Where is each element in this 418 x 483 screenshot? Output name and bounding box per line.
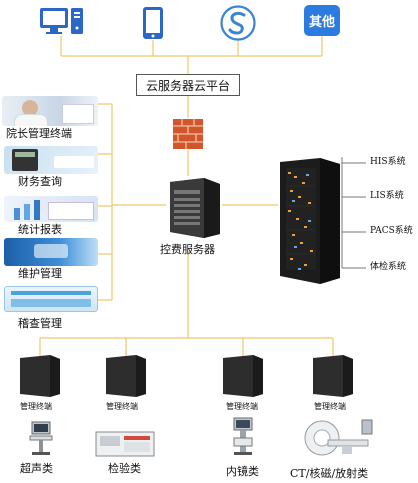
endoscope-device-image xyxy=(233,417,253,455)
cloud-platform-label: 云服务器云平台 xyxy=(145,78,230,93)
s-logo-icon xyxy=(220,5,256,41)
system-label-his: HIS系统 xyxy=(370,157,406,167)
ultrasound-device-image xyxy=(29,421,53,455)
control-server-label: 控费服务器 xyxy=(160,243,215,256)
cloud-platform-box: 云服务器云平台 xyxy=(136,74,240,96)
system-label-physical-exam: 体检系统 xyxy=(370,262,407,272)
other-icon-label: 其他 xyxy=(308,15,335,30)
module-label-audit: 稽查管理 xyxy=(18,317,62,330)
report-photo xyxy=(4,196,98,222)
device-label-ct: CT/核磁/放射类 xyxy=(290,467,369,480)
server-rack-icon xyxy=(280,158,340,284)
module-label-maintenance: 维护管理 xyxy=(18,267,62,280)
module-label-finance: 财务查询 xyxy=(18,175,62,188)
module-label-statistics: 统计报表 xyxy=(18,223,62,236)
control-server-icon xyxy=(170,178,220,238)
terminal-box-icon xyxy=(20,355,60,397)
system-label-lis: LIS系统 xyxy=(370,191,404,201)
module-label-president: 院长管理终端 xyxy=(6,127,72,140)
lab-analyzer-image xyxy=(95,431,155,457)
terminal-label-3: 管理终端 xyxy=(226,402,258,411)
ct-scanner-image xyxy=(304,419,373,456)
system-label-pacs: PACS系统 xyxy=(370,226,413,236)
terminal-label-1: 管理终端 xyxy=(20,402,52,411)
terminal-box-icon xyxy=(313,355,353,397)
terminal-label-4: 管理终端 xyxy=(314,402,346,411)
maintenance-photo xyxy=(4,238,98,266)
device-label-endoscope: 内镜类 xyxy=(226,465,259,478)
tablet-icon xyxy=(143,7,163,39)
device-label-ultrasound: 超声类 xyxy=(20,462,53,475)
doctor-photo xyxy=(2,96,98,126)
desktop-computer-icon xyxy=(40,8,83,34)
terminal-box-icon xyxy=(106,355,146,397)
other-icon: 其他 xyxy=(304,5,340,36)
firewall-icon xyxy=(173,119,203,149)
audit-photo xyxy=(4,286,98,312)
calculator-photo xyxy=(4,146,98,174)
terminal-label-2: 管理终端 xyxy=(106,402,138,411)
device-label-lab: 检验类 xyxy=(108,462,141,475)
terminal-box-icon xyxy=(223,355,263,397)
